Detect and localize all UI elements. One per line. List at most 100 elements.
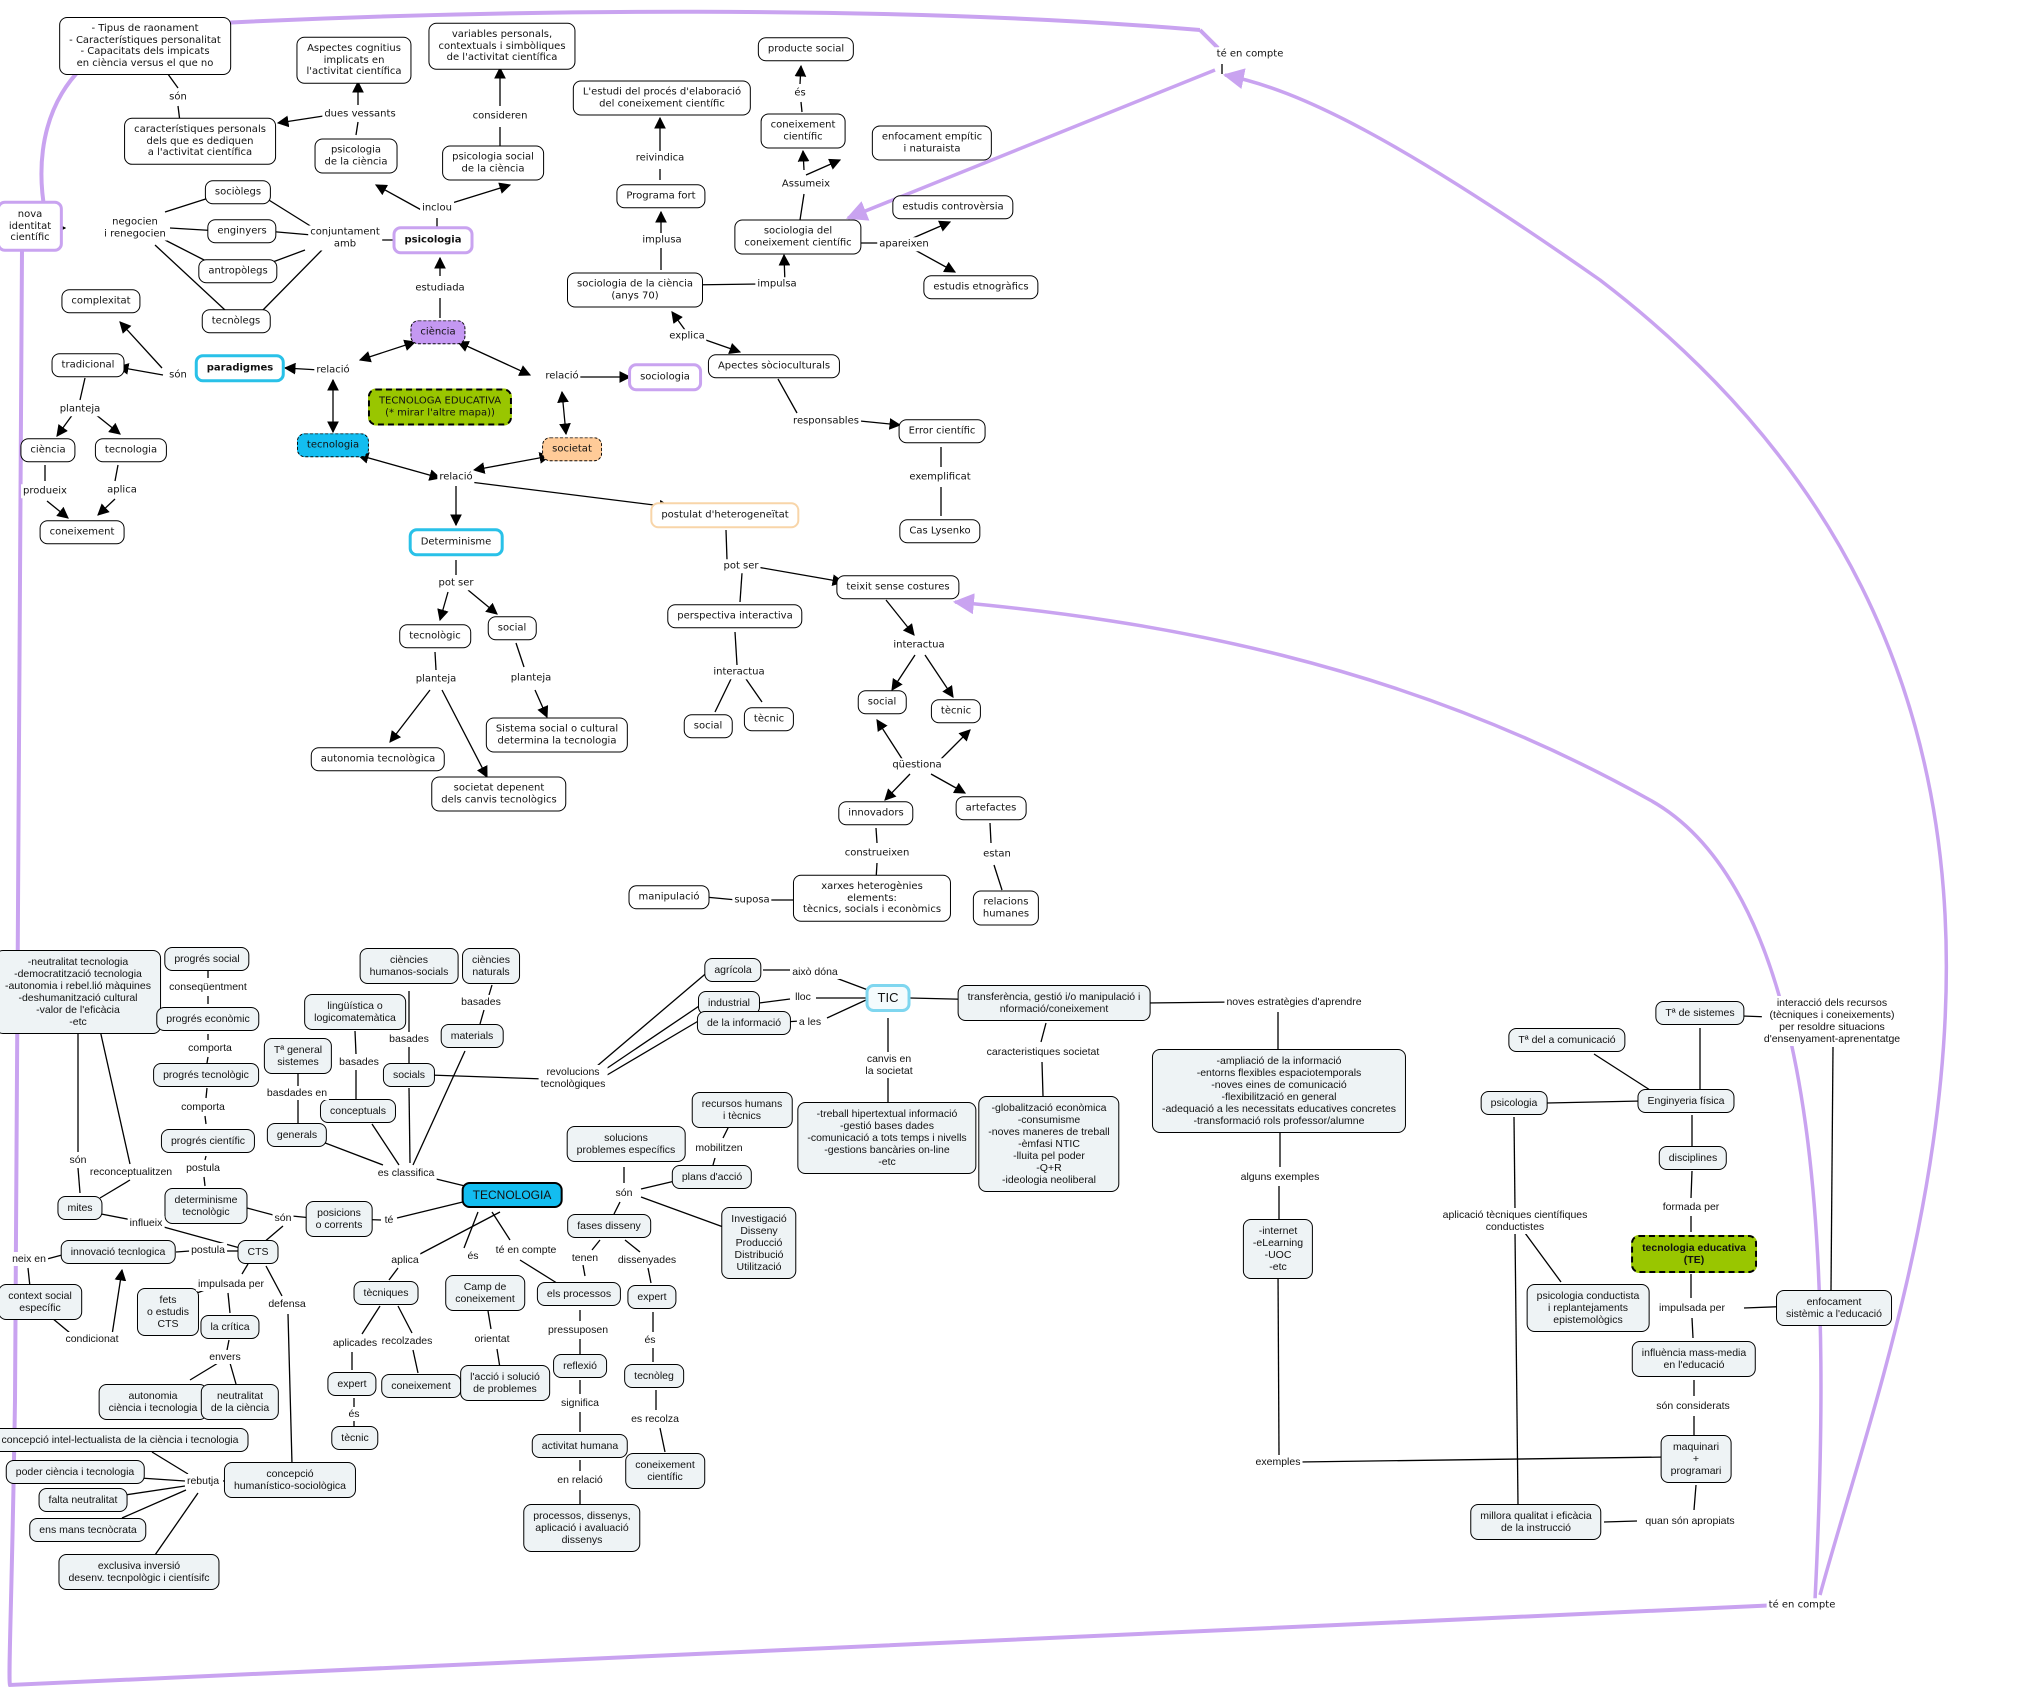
concept-node-processos-dissenys[interactable]: processos, dissenys, aplicació i avaluac… [523,1504,641,1552]
concept-node-producte-social[interactable]: producte social [757,37,855,61]
concept-node-fets-estudis[interactable]: fets o estudis CTS [136,1288,200,1336]
concept-node-accio-solucio[interactable]: l'acció i solució de problemes [460,1365,550,1401]
concept-node-materials[interactable]: materials [440,1024,504,1048]
concept-node-transferencia[interactable]: transferència, gestió i/o manipulació i … [957,985,1151,1021]
concept-node-ta-comunicacio[interactable]: Tª del a comunicació [1508,1028,1626,1052]
concept-node-autonomia-ct[interactable]: autonomia ciència i tecnologia [98,1384,208,1420]
concept-node-psicologia[interactable]: psicologia [392,226,474,254]
concept-node-innovacio[interactable]: innovació tecnlogica [60,1240,176,1264]
concept-node-progres-cientific[interactable]: progrés científic [160,1129,256,1153]
concept-node-psicologia-social[interactable]: psicologia social de la ciència [442,145,544,181]
concept-node-progres-economic[interactable]: progrés econòmic [156,1007,260,1031]
concept-node-tecnologia-left[interactable]: tecnologia [94,438,168,462]
concept-node-plans-accio[interactable]: plans d'acció [671,1165,753,1189]
concept-node-sociologia-ciencia[interactable]: sociologia de la ciència (anys 70) [567,272,703,308]
concept-node-influencia-mass[interactable]: influència mass-media en l'educació [1631,1341,1757,1377]
concept-node-psicologia-conductista[interactable]: psicologia conductista i replantejaments… [1526,1284,1650,1332]
concept-node-enfocament-sistemic[interactable]: enfocament sistèmic a l'educació [1776,1290,1892,1326]
concept-node-activitat-humana[interactable]: activitat humana [531,1434,629,1458]
concept-node-relacions-humanes[interactable]: relacions humanes [972,890,1040,926]
concept-node-psicologia-right[interactable]: psicologia [1480,1091,1548,1115]
concept-node-tecnic-pi[interactable]: tècnic [743,707,795,731]
concept-node-ens-mans[interactable]: ens mans tecnòcrata [29,1518,147,1542]
concept-node-conceptuals[interactable]: conceptuals [319,1099,397,1123]
concept-node-treball-list[interactable]: -treball hipertextual informació -gestió… [797,1102,977,1174]
concept-node-solucions[interactable]: solucions problemes específics [566,1126,686,1162]
concept-node-te[interactable]: tecnologia educativa (TE) [1631,1235,1757,1273]
concept-node-tecniques[interactable]: tècniques [353,1281,419,1305]
concept-node-sistema-social[interactable]: Sistema social o cultural determina la t… [485,717,629,753]
concept-node-ta-general[interactable]: Tª general sistemes [263,1038,333,1074]
concept-node-generals[interactable]: generals [266,1123,328,1147]
concept-node-nova-identitat[interactable]: nova identitat científic [0,200,64,252]
concept-node-postulat[interactable]: postulat d'heterogeneïtat [650,502,800,528]
concept-node-maquinari[interactable]: maquinari + programari [1660,1435,1732,1483]
concept-node-apectes[interactable]: Apectes sòcioculturals [707,354,841,378]
concept-node-agricola[interactable]: agrícola [704,958,762,982]
concept-node-antropolegs[interactable]: antropòlegs [198,259,278,283]
concept-node-artefactes[interactable]: artefactes [955,796,1027,820]
concept-node-linguistica[interactable]: lingüística o logicomatemàtica [304,994,406,1030]
concept-node-exclusiva-inversio[interactable]: exclusiva inversió desenv. tecnpològic i… [58,1554,220,1590]
concept-node-enginyers[interactable]: enginyers [207,219,277,243]
concept-node-coneixement-cientific-top[interactable]: coneixement científic [760,113,846,149]
concept-node-caracteristiques-personals[interactable]: característiques personals dels que es d… [124,117,276,165]
concept-node-aspectes-cognitius[interactable]: Aspectes cognitius implicats en l'activi… [296,36,412,84]
concept-node-estudi-proces[interactable]: L'estudi del procés d'elaboració del con… [572,80,752,116]
concept-node-de-la-informacio[interactable]: de la informació [696,1011,792,1035]
concept-node-determinisme-tecnologic[interactable]: determinisme tecnològic [164,1188,248,1224]
concept-node-socials[interactable]: socials [382,1063,436,1087]
concept-node-tipus-raonament[interactable]: - Tipus de raonament - Característiques … [59,17,231,75]
concept-node-sociologia-coneixement[interactable]: sociologia del coneixement científic [734,219,862,255]
concept-node-expert-right[interactable]: expert [627,1285,677,1309]
concept-node-expert-left[interactable]: expert [327,1372,377,1396]
concept-node-tecnologia-center[interactable]: tecnologia [296,433,370,457]
concept-node-ciencies-humanos[interactable]: ciències humanos-socials [359,948,459,984]
concept-node-tecnic-tx[interactable]: tècnic [930,699,982,723]
concept-node-tecnologic[interactable]: tecnològic [399,624,471,648]
concept-node-investigacio[interactable]: Investigació Disseny Producció Distribuc… [721,1207,797,1279]
concept-node-coneixement-cientific-bottom[interactable]: coneixement científic [625,1453,705,1489]
concept-node-ciencia-center[interactable]: ciència [410,320,466,344]
concept-node-context-social[interactable]: context social específic [0,1284,82,1320]
concept-node-error-cientific[interactable]: Error científic [898,419,986,443]
concept-node-paradigmes[interactable]: paradigmes [194,354,286,382]
concept-node-tecnoleg[interactable]: tecnòleg [624,1364,684,1388]
concept-node-progres-social[interactable]: progrés social [164,947,250,971]
concept-node-xarxes[interactable]: xarxes heterogènies elements: tècnics, s… [792,874,952,922]
concept-node-complexitat[interactable]: complexitat [61,289,141,313]
concept-node-disciplines[interactable]: disciplines [1658,1146,1728,1170]
concept-node-social-tx[interactable]: social [857,690,907,714]
concept-node-coneixement-left[interactable]: coneixement [39,520,125,544]
concept-node-ciencies-naturals[interactable]: ciències naturals [462,948,520,984]
concept-node-estudis-controversia[interactable]: estudis controvèrsia [892,195,1014,219]
concept-node-camp-coneixement[interactable]: Camp de coneixement [445,1275,525,1311]
concept-node-mites[interactable]: mites [57,1196,103,1220]
concept-node-poder-ct[interactable]: poder ciència i tecnologia [5,1460,145,1484]
concept-node-coneixement-bottom[interactable]: coneixement [381,1374,461,1398]
concept-node-tradicional[interactable]: tradicional [51,353,125,377]
concept-node-tecnolegs[interactable]: tecnòlegs [201,309,271,333]
concept-node-manipulacio[interactable]: manipulació [628,885,710,909]
concept-node-enfocament-empiric[interactable]: enfocament empític i naturaista [871,125,993,161]
concept-node-fases-disseny[interactable]: fases disseny [567,1214,651,1238]
concept-node-societat[interactable]: societat [542,437,602,461]
concept-node-falta-neutralitat[interactable]: falta neutralitat [38,1488,128,1512]
concept-node-tecnologa-educativa[interactable]: TECNOLOGA EDUCATIVA (* mirar l'altre map… [367,388,513,426]
concept-node-la-critica[interactable]: la crítica [200,1315,260,1339]
concept-node-progres-tecnologic[interactable]: progrés tecnològic [153,1063,259,1087]
concept-node-tecnologia-main[interactable]: TECNOLOGIA [461,1182,563,1208]
concept-node-social-pi[interactable]: social [683,714,733,738]
concept-node-ta-sistemes[interactable]: Tª de sistemes [1655,1001,1745,1025]
concept-node-ciencia-left[interactable]: ciència [20,438,76,462]
concept-node-reflexio[interactable]: reflexió [553,1354,607,1378]
concept-node-teixit[interactable]: teixit sense costures [836,575,960,599]
concept-node-millora-qualitat[interactable]: millora qualitat i eficàcia de la instru… [1470,1504,1602,1540]
concept-node-sociologia[interactable]: sociologia [628,363,702,391]
concept-node-innovadors[interactable]: innovadors [838,801,914,825]
concept-node-neutralitat-ciencia[interactable]: neutralitat de la ciència [200,1384,280,1420]
concept-node-recursos-humans[interactable]: recursos humans i tècnics [691,1092,793,1128]
concept-node-variables-personals[interactable]: variables personals, contextuals i simbò… [428,22,576,70]
concept-node-enginyeria[interactable]: Enginyeria física [1637,1089,1735,1113]
concept-node-internet-list[interactable]: -internet -eLearning -UOC -etc [1242,1219,1314,1279]
